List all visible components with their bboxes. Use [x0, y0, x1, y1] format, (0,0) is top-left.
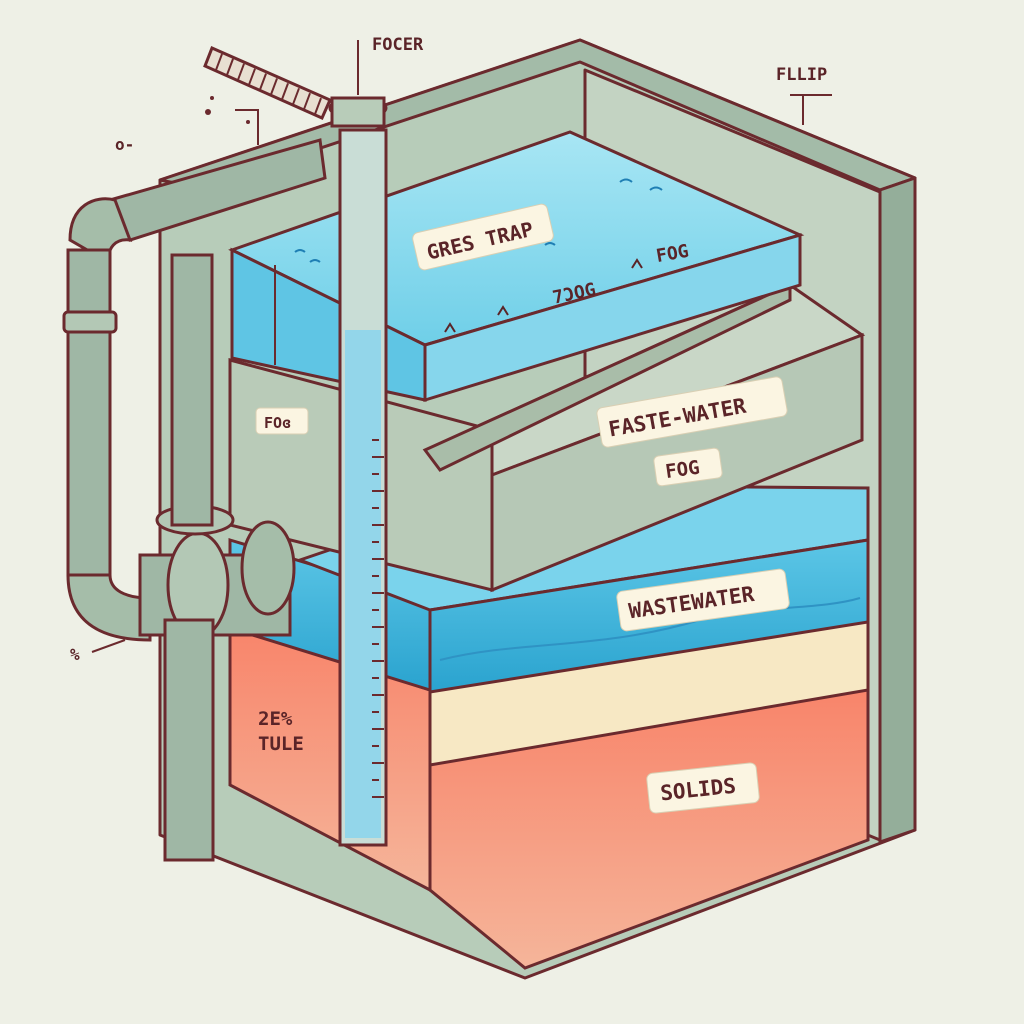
pipe-elbow-lower	[66, 573, 152, 642]
gauge-fill	[345, 330, 381, 838]
gauge-tule-label: TULE	[258, 733, 304, 755]
rod-stripe	[226, 58, 234, 76]
fog-sub-label: FOG	[664, 457, 701, 484]
vent-rod	[203, 45, 332, 120]
pipe-outlet-rim	[240, 520, 296, 616]
pipe-leg	[163, 618, 215, 862]
pointer-top-label: FOCER	[372, 35, 424, 55]
inlet-pipe	[62, 138, 327, 862]
gauge-cap-body	[330, 96, 386, 128]
rod-stripe	[259, 73, 267, 90]
rod-stripe	[237, 63, 245, 81]
speck-marks	[205, 96, 250, 124]
rod-stripe	[215, 53, 223, 71]
pointer-lines	[91, 40, 832, 653]
gauge-percent-label: 2E%	[258, 708, 293, 730]
fog-left-label: FOɞ	[264, 414, 291, 432]
pipe-vertical	[66, 248, 112, 577]
pipe-coupling	[62, 310, 118, 334]
rod-stripe	[281, 83, 289, 100]
fog-arrows	[444, 258, 643, 333]
tank-right-wall	[878, 176, 917, 844]
vent-rod-stripes	[215, 53, 322, 115]
water-ripples	[294, 178, 663, 263]
pipe-riser	[170, 253, 214, 527]
rod-stripe	[303, 92, 311, 110]
rod-stripe	[292, 87, 300, 105]
left-tick-label: o-	[115, 135, 134, 154]
tray-inner	[422, 282, 792, 472]
left-percent-label: %	[70, 645, 80, 664]
rod-stripe	[248, 68, 256, 86]
pointer-right-label: FLLIP	[776, 65, 827, 85]
label-tags	[255, 203, 790, 814]
gauge-tube	[328, 96, 388, 847]
rod-stripe	[314, 97, 322, 115]
top-water-front	[423, 232, 802, 403]
gauge-ticks	[372, 439, 384, 798]
rod-stripe	[270, 78, 278, 95]
